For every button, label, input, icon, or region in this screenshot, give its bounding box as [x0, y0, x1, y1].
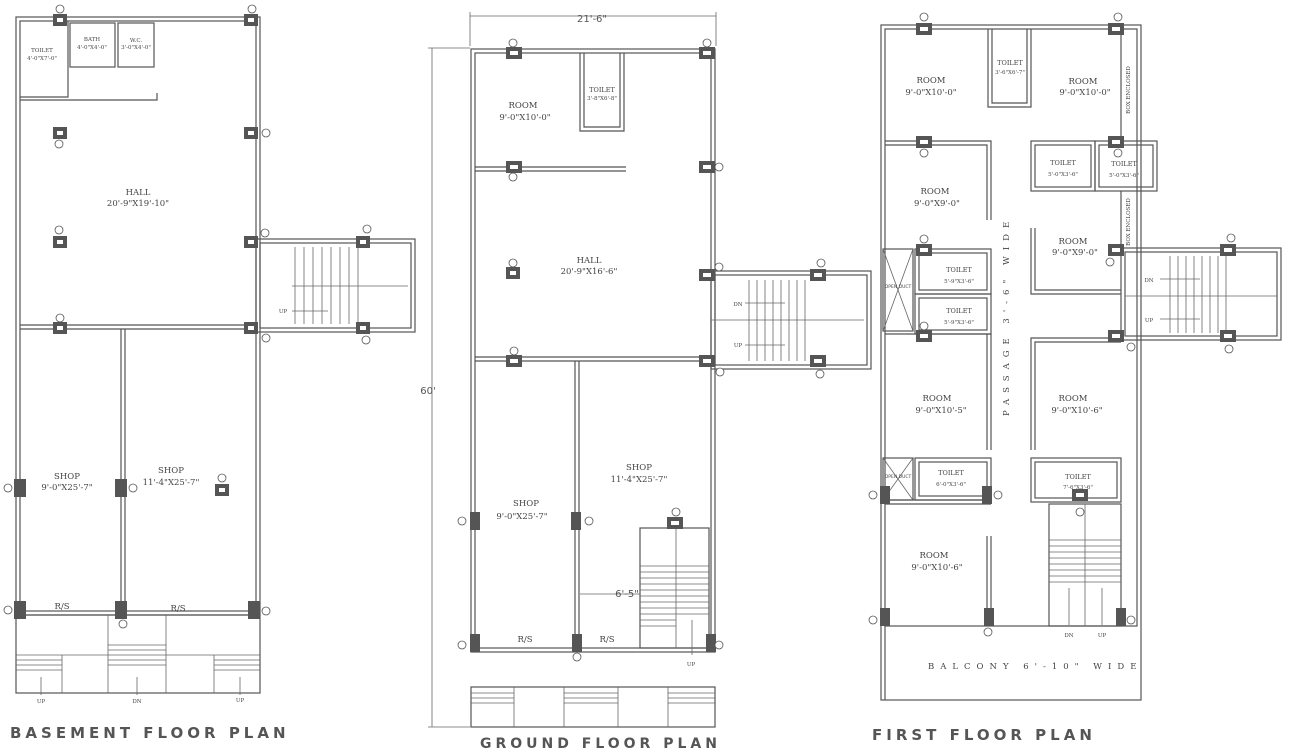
first-floor-plan-title: FIRST FLOOR PLAN	[872, 726, 1096, 744]
first-toilet4-label: TOILET	[946, 266, 972, 274]
ground-toilet-size: 3'-8"X6'-8"	[587, 96, 617, 102]
first-stair-dn-label: DN	[1144, 278, 1153, 284]
ground-front-steps	[470, 686, 716, 728]
ground-shop2-label: SHOP	[626, 463, 652, 473]
basement-floor-plan: TOILET 4'-0"X7'-0" BATH 4'-0"X4'-0" W.C.…	[3, 4, 416, 705]
first-room3-label: ROOM	[920, 187, 949, 197]
first-toilet7-size: 7'-6"X3'-6"	[1063, 485, 1093, 491]
basement-hall-size: 20'-9"X19'-10"	[107, 199, 169, 209]
basement-stair-block	[255, 238, 416, 333]
first-room6-label: ROOM	[1058, 394, 1087, 404]
ground-shop2-size: 11'-4"X25'-7"	[611, 475, 668, 485]
first-toilet7-label: TOILET	[1065, 473, 1091, 481]
first-box-enclosed-1: BOX ENCLOSED	[1126, 66, 1132, 114]
basement-columns	[14, 14, 370, 619]
basement-steps-up2-label: UP	[236, 698, 245, 704]
ground-rs1-label: R/S	[517, 635, 532, 645]
first-balcony-label: BALCONY 6'-10" WIDE	[928, 662, 1142, 672]
first-toilet5-label: TOILET	[946, 307, 972, 315]
first-room7-size: 9'-0"X10'-6"	[911, 563, 962, 573]
basement-shop1-size: 9'-0"X25'-7"	[41, 483, 92, 493]
ground-columns	[470, 47, 826, 652]
first-internal-dn-label: DN	[1064, 633, 1073, 639]
ground-room-label: ROOM	[508, 101, 537, 111]
first-room4-size: 9'-0"X9'-0"	[1052, 248, 1098, 258]
first-room5-label: ROOM	[922, 394, 951, 404]
basement-toilet-size: 4'-0"X7'-0"	[27, 56, 57, 62]
first-room1-size: 9'-0"X10'-0"	[905, 88, 956, 98]
basement-rs1-label: R/S	[54, 602, 69, 612]
first-toilet5-size: 5'-9"X3'-6"	[944, 320, 974, 326]
first-open-duct-1: OPEN DUCT	[885, 284, 912, 290]
first-toilet2-size: 5'-0"X3'-6"	[1048, 172, 1078, 178]
basement-wc-size: 3'-0"X4'-0"	[121, 45, 151, 51]
ground-shop1-label: SHOP	[513, 499, 539, 509]
ground-hall-label: HALL	[577, 256, 602, 266]
first-room1-label: ROOM	[916, 76, 945, 86]
first-room4-label: ROOM	[1058, 237, 1087, 247]
ground-outer-wall	[470, 48, 716, 653]
first-passage-label: PASSAGE 3'-6" WIDE	[1002, 216, 1012, 416]
first-room7-label: ROOM	[919, 551, 948, 561]
ground-internal-up-label: UP	[687, 662, 696, 668]
first-toilet3-size: 5'-0"X3'-6"	[1109, 173, 1139, 179]
basement-shop1-label: SHOP	[54, 472, 80, 482]
first-room2-label: ROOM	[1068, 77, 1097, 87]
ground-room-size: 9'-0"X10'-0"	[499, 113, 550, 123]
ground-shutter-dimension: 6'-5"	[615, 589, 639, 600]
basement-shop2-label: SHOP	[158, 466, 184, 476]
ground-floor-plan-title: GROUND FLOOR PLAN	[480, 736, 721, 752]
first-columns	[880, 23, 1236, 626]
first-internal-up-label: UP	[1098, 633, 1107, 639]
first-toilet3-label: TOILET	[1111, 160, 1137, 168]
ground-width-dimension: 21'-6"	[577, 14, 607, 25]
basement-front-steps	[15, 614, 261, 694]
basement-outer-wall	[15, 16, 261, 616]
basement-floor-plan-title: BASEMENT FLOOR PLAN	[10, 724, 290, 742]
first-room6-size: 9'-0"X10'-6"	[1051, 406, 1102, 416]
basement-steps-up1-label: UP	[37, 699, 46, 705]
first-box-enclosed-2: BOX ENCLOSED	[1126, 198, 1132, 246]
ground-rs2-label: R/S	[599, 635, 614, 645]
basement-hall-label: HALL	[126, 188, 151, 198]
first-room5-size: 9'-0"X10'-5"	[915, 406, 966, 416]
first-toilet1-size: 3'-6"X6'-7"	[995, 70, 1025, 76]
ground-internal-stair	[639, 527, 710, 649]
basement-toilet-label: TOILET	[31, 48, 53, 54]
ground-shop1-size: 9'-0"X25'-7"	[496, 512, 547, 522]
first-stair-up-label: UP	[1145, 318, 1154, 324]
ground-hall-size: 20'-9"X16'-6"	[561, 267, 618, 277]
first-toilet6-label: TOILET	[938, 469, 964, 477]
first-floor-plan: ROOM 9'-0"X10'-0" TOILET 3'-6"X6'-7" ROO…	[868, 12, 1282, 701]
ground-toilet-label: TOILET	[589, 86, 615, 94]
first-toilet1-label: TOILET	[997, 59, 1023, 67]
basement-steps-dn-label: DN	[132, 699, 141, 705]
basement-shop2-size: 11'-4"X25'-7"	[143, 478, 200, 488]
first-room3-size: 9'-0"X9'-0"	[914, 199, 960, 209]
first-toilet2-label: TOILET	[1050, 159, 1076, 167]
first-toilet6-size: 6'-0"X3'-6"	[936, 482, 966, 488]
first-open-duct-2: OPEN DUCT	[885, 474, 912, 480]
ground-floor-plan: 21'-6" 60' 6'-5"	[420, 12, 872, 728]
basement-wc-label: W.C.	[130, 38, 142, 44]
basement-bath-size: 4'-0"X4'-0"	[77, 45, 107, 51]
ground-depth-dimension: 60'	[420, 386, 435, 397]
ground-stair-dn-label: DN	[733, 302, 742, 308]
first-toilet4-size: 5'-9"X3'-6"	[944, 279, 974, 285]
basement-rs2-label: R/S	[170, 604, 185, 614]
basement-bath-label: BATH	[84, 37, 100, 43]
ground-stair-up-label: UP	[734, 343, 743, 349]
first-outer-wall	[880, 24, 1142, 701]
first-room2-size: 9'-0"X10'-0"	[1059, 88, 1110, 98]
basement-stair-up-label: UP	[279, 309, 288, 315]
